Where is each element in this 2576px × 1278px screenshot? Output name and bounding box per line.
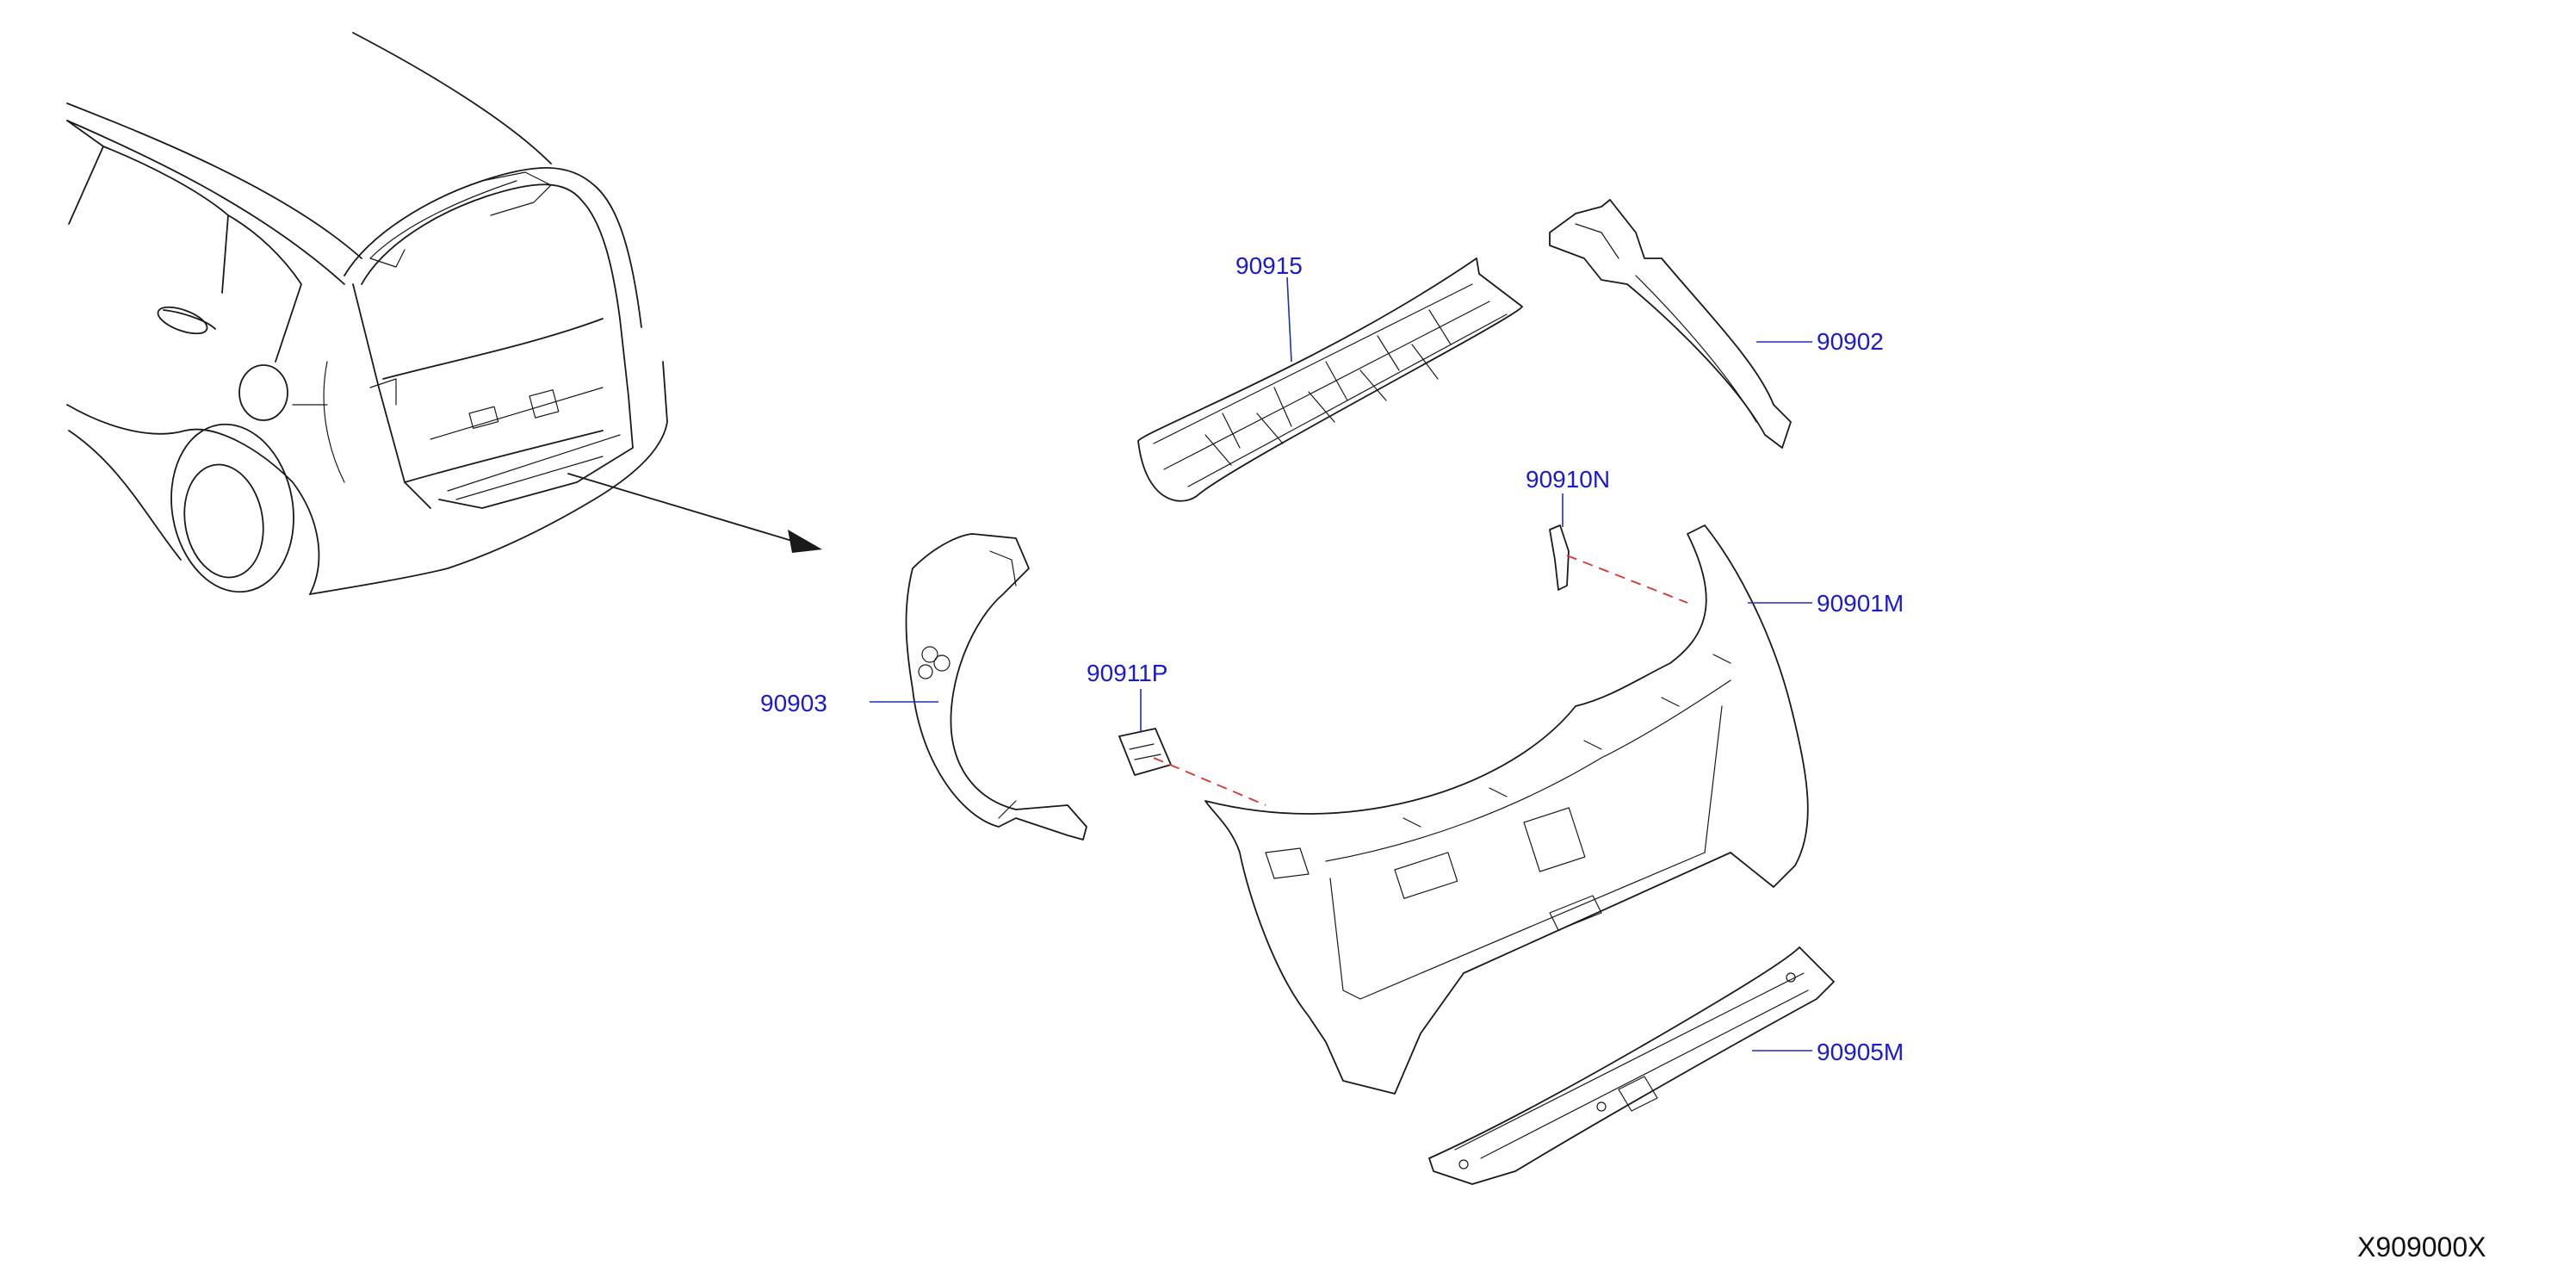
part-90901m-drawing (1204, 524, 1809, 1095)
part-label-90902[interactable]: 90902 (1817, 328, 1884, 355)
part-90911p-drawing (1118, 728, 1172, 776)
part-90902-drawing (1549, 199, 1792, 449)
arrow-head-icon (788, 530, 822, 553)
part-label-90911p[interactable]: 90911P (1087, 660, 1168, 686)
leader-90915 (1286, 276, 1292, 363)
part-label-90905m[interactable]: 90905M (1817, 1039, 1904, 1065)
alignment-line-90911p (1153, 757, 1266, 806)
vehicle-rear-illustration (66, 32, 822, 595)
part-90905m-drawing (1428, 946, 1835, 1185)
part-label-90915[interactable]: 90915 (1235, 252, 1303, 279)
part-90910n-drawing (1549, 524, 1570, 591)
part-label-90910n[interactable]: 90910N (1526, 466, 1611, 493)
diagram-code: X909000X (2357, 1231, 2486, 1262)
part-90903-drawing (905, 533, 1087, 841)
part-label-90903[interactable]: 90903 (760, 690, 827, 717)
part-90915-drawing (1137, 257, 1523, 502)
alignment-line-90910n (1566, 555, 1688, 604)
part-label-90901m[interactable]: 90901M (1817, 590, 1904, 617)
